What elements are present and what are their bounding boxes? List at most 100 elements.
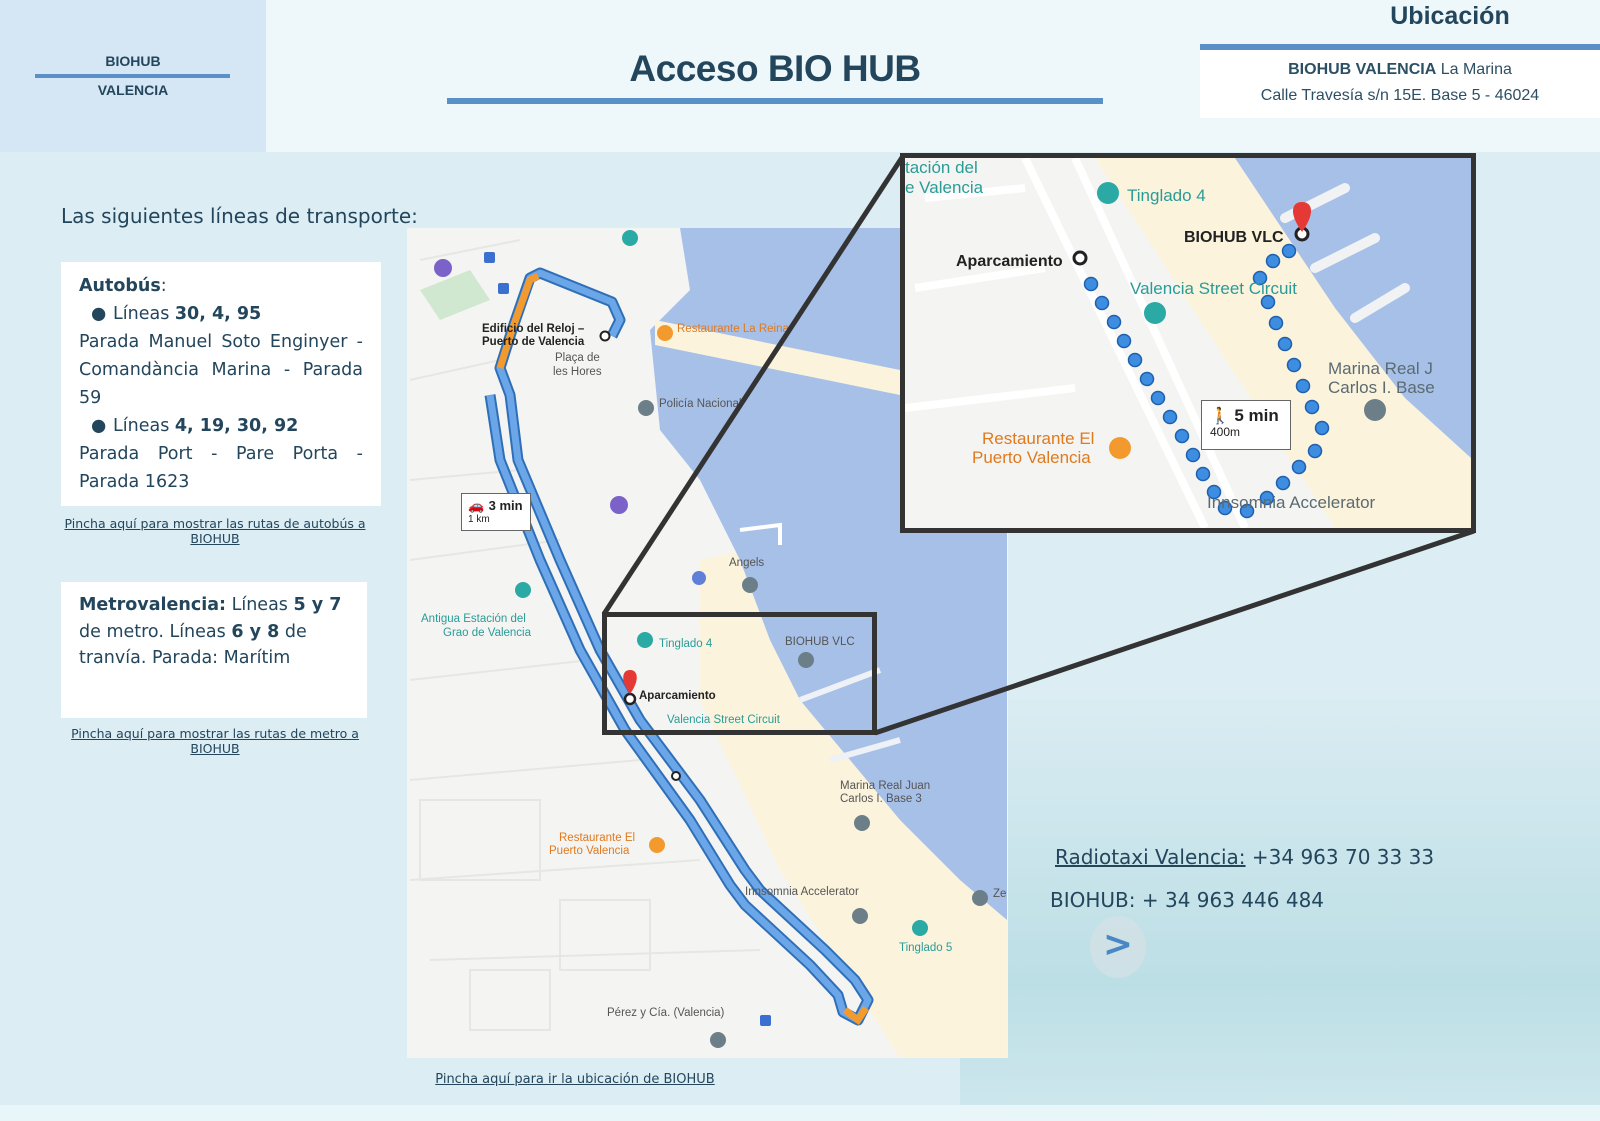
map-label: Valencia Street Circuit <box>667 714 780 726</box>
place-pin-icon <box>1364 399 1386 421</box>
metro-text: de metro. Líneas <box>79 621 232 642</box>
metro-routes-link-line1[interactable]: Pincha aquí para mostrar las rutas de me… <box>71 726 359 741</box>
place-pin-icons <box>434 230 988 1048</box>
metro-heading: Metrovalencia: <box>79 595 227 615</box>
red-pin-icon <box>623 670 637 694</box>
walking-icon: 🚶 <box>1210 408 1230 425</box>
page-title: Acceso BIO HUB <box>629 48 921 89</box>
metro-routes-link[interactable]: Pincha aquí para mostrar las rutas de me… <box>55 726 375 756</box>
inset-label: Restaurante El <box>982 429 1095 448</box>
map-label: Restaurante La Reina <box>677 323 789 335</box>
bus-stop-2: Parada Port - Pare Porta - Parada 1623 <box>79 444 363 492</box>
transport-intro: Las siguientes líneas de transporte: <box>61 204 418 228</box>
map-label: Plaça de <box>555 352 600 364</box>
metro-text: Líneas <box>226 595 294 615</box>
address-area: La Marina <box>1436 61 1512 78</box>
bus-card: Autobús: ● Líneas 30, 4, 95 Parada Manuel… <box>61 262 381 506</box>
map-label: Puerto Valencia <box>549 845 630 857</box>
bus-routes-link-line1[interactable]: Pincha aquí para mostrar las rutas de au… <box>64 516 366 531</box>
map-label: Aparcamiento <box>639 690 716 702</box>
inset-label: Tinglado 4 <box>1127 186 1206 205</box>
zoomed-map-inset[interactable]: tación del e Valencia Tinglado 4 BIOHUB … <box>900 153 1476 533</box>
bus-lines-2-numbers: 4, 19, 30, 92 <box>174 416 299 436</box>
route-map[interactable]: Edificio del Reloj – Puerto de Valencia … <box>407 228 1008 1058</box>
bus-lines-1-numbers: 30, 4, 95 <box>174 304 262 324</box>
drive-time: 3 min <box>488 498 523 513</box>
walk-time: 5 min <box>1234 406 1279 425</box>
background-photo <box>960 700 1600 1105</box>
location-link[interactable]: Pincha aquí para ir la ubicación de BIOH… <box>435 1072 715 1087</box>
inset-label: tación del <box>905 158 978 177</box>
map-label: Antigua Estación del <box>421 613 526 625</box>
metro-lines: 5 y 7 <box>293 595 342 615</box>
inset-label: BIOHUB VLC <box>1184 229 1284 246</box>
inset-label: Carlos I. Base <box>1328 378 1435 397</box>
inset-label: Puerto Valencia <box>972 448 1091 467</box>
landmark-icon <box>1097 182 1119 204</box>
metro-routes-link-line2[interactable]: BIOHUB <box>190 741 240 756</box>
map-label: les Hores <box>553 366 602 378</box>
restaurant-icon <box>1109 437 1131 459</box>
map-label: Grao de Valencia <box>443 627 532 639</box>
bus-routes-link-line2[interactable]: BIOHUB <box>190 531 240 546</box>
car-icon: 🚗 <box>468 498 485 513</box>
bus-lines-1-prefix: Líneas <box>113 304 175 324</box>
logo-line2: VALENCIA <box>97 82 169 98</box>
tram-lines: 6 y 8 <box>231 621 280 642</box>
taxi-phone: +34 963 70 33 33 <box>1245 845 1435 869</box>
inset-label: Marina Real J <box>1328 359 1433 378</box>
map-label: Edificio del Reloj – <box>482 323 585 335</box>
address-street: Calle Travesía s/n 15E. Base 5 - 46024 <box>1260 87 1540 104</box>
bus-routes-link[interactable]: Pincha aquí para mostrar las rutas de au… <box>55 516 375 546</box>
next-arrow-button[interactable]: > <box>1090 916 1146 978</box>
biohub-phone: BIOHUB: + 34 963 446 484 <box>1050 888 1325 912</box>
map-label: Marina Real Juan <box>840 780 931 792</box>
parking-marker <box>1072 250 1088 266</box>
section-title: Ubicación <box>1390 2 1510 30</box>
taxi-contact: Radiotaxi Valencia: +34 963 70 33 33 <box>1055 845 1434 869</box>
map-label: Ze <box>993 888 1007 900</box>
metro-card: Metrovalencia: Líneas 5 y 7 de metro. Lí… <box>61 582 367 718</box>
map-label: Innsomnia Accelerator <box>745 886 859 898</box>
bus-lines-2-prefix: Líneas <box>113 416 175 436</box>
traffic-segment <box>496 272 540 370</box>
map-label: Restaurante El <box>559 832 636 844</box>
map-label: Tinglado 5 <box>899 942 953 954</box>
bullet-icon: ● <box>91 304 107 324</box>
inset-label: Aparcamiento <box>956 253 1063 270</box>
taxi-link[interactable]: Radiotaxi Valencia: <box>1055 845 1246 869</box>
map-label: Carlos I. Base 3 <box>840 793 922 805</box>
map-label: BIOHUB VLC <box>785 636 855 648</box>
bottom-strip <box>0 1105 1600 1121</box>
metro-stop: de tranvía. Parada: Marítim <box>79 621 307 669</box>
drive-distance: 1 km <box>468 514 490 525</box>
chevron-right-icon: > <box>1102 924 1134 965</box>
inset-label: Valencia Street Circuit <box>1130 279 1297 298</box>
logo: BIOHUB VALENCIA <box>0 0 266 152</box>
inset-label: e Valencia <box>905 178 984 197</box>
origin-marker <box>599 330 611 342</box>
bus-colon: : <box>160 276 167 296</box>
walk-time-callout: 🚶 5 min 400m <box>1201 400 1291 450</box>
map-label: Policía Nacional <box>659 398 742 410</box>
map-label: Puerto de Valencia <box>482 336 585 348</box>
bus-heading: Autobús <box>79 276 161 296</box>
map-label: Pérez y Cía. (Valencia) <box>607 1007 725 1019</box>
inset-graphic <box>905 158 1471 528</box>
drive-time-callout: 🚗 3 min 1 km <box>461 493 531 531</box>
title-underline <box>447 98 1103 104</box>
bus-lines-1: ● Líneas 30, 4, 95 <box>79 300 363 328</box>
zoom-region-box <box>602 612 877 735</box>
logo-line1: BIOHUB <box>105 53 161 69</box>
bullet-icon: ● <box>91 416 107 436</box>
address-name: BIOHUB VALENCIA <box>1288 61 1437 78</box>
camera-icon <box>1144 302 1166 324</box>
water <box>1235 158 1471 458</box>
section-underline <box>1200 44 1600 50</box>
walk-distance: 400m <box>1210 425 1241 439</box>
logo-divider <box>35 74 230 78</box>
map-label: Angels <box>729 557 765 569</box>
bus-stop-1: Parada Manuel Soto Enginyer - Comandànci… <box>79 332 363 408</box>
bus-lines-2: ● Líneas 4, 19, 30, 92 <box>79 412 363 440</box>
